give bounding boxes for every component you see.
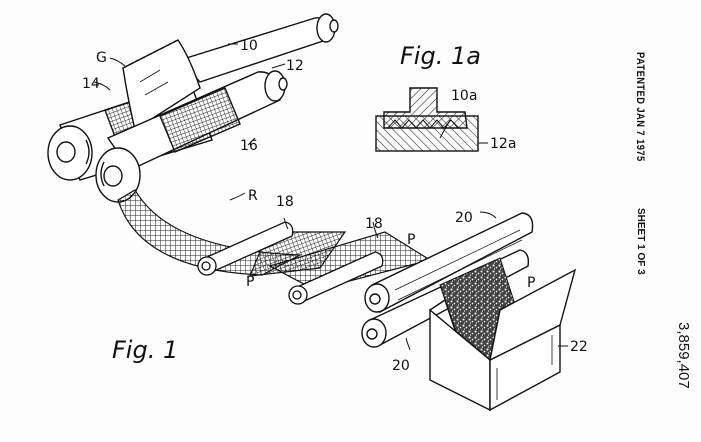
label-20-lower: 20: [392, 358, 410, 374]
roller-20-upper: [364, 212, 534, 314]
glass-block-G: [122, 39, 201, 132]
label-P-left: P: [246, 274, 254, 290]
label-10a: 10a: [451, 88, 477, 104]
label-12: 12: [286, 58, 304, 74]
roller-12: [95, 70, 288, 203]
label-14: 14: [82, 76, 100, 92]
sheet-number: SHEET 1 OF 3: [635, 208, 646, 275]
label-P-middle: P: [407, 232, 415, 248]
label-18-left: 18: [276, 194, 294, 210]
collection-box-22: [429, 268, 577, 412]
label-18-right: 18: [365, 216, 383, 232]
roller-10: [178, 13, 339, 83]
leader-lines: [93, 43, 568, 351]
roller-18-right: [288, 251, 384, 305]
label-R: R: [248, 188, 258, 204]
label-G: G: [96, 50, 107, 66]
label-22: 22: [570, 339, 588, 355]
label-P-right: P: [527, 275, 535, 291]
fig-1a-cross-section: [375, 87, 479, 152]
label-16: 16: [240, 138, 258, 154]
patent-number: 3,859,407: [675, 322, 692, 389]
label-20-upper: 20: [455, 210, 473, 226]
figure-title-1: Fig. 1: [112, 336, 178, 364]
label-12a: 12a: [490, 136, 516, 152]
label-10: 10: [240, 38, 258, 54]
figure-title-1a: Fig. 1a: [400, 42, 481, 70]
patented-date: PATENTED JAN 7 1975: [634, 52, 646, 162]
